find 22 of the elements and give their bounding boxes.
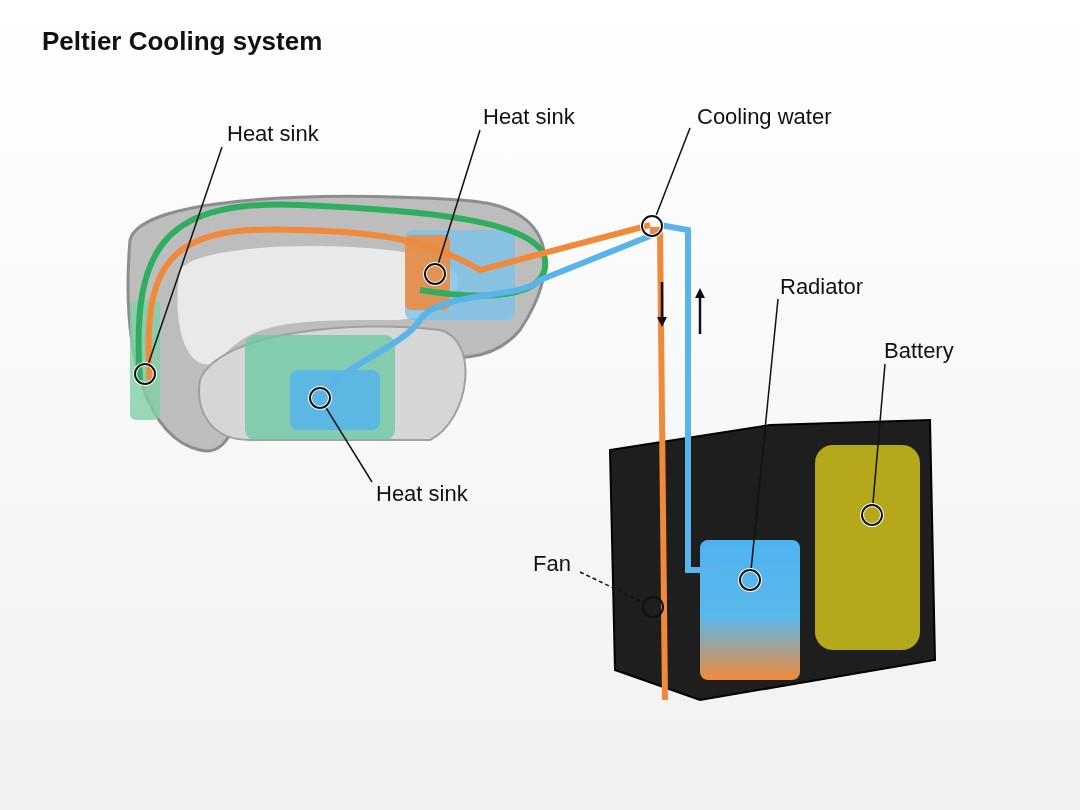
leader-line	[437, 129, 481, 265]
callout-label: Heat sink	[376, 482, 468, 506]
leader-line	[872, 363, 886, 505]
leader-line	[750, 298, 779, 570]
marker-circle	[423, 262, 447, 286]
marker-circle	[738, 568, 762, 592]
leader-line	[147, 146, 223, 365]
callout-label: Cooling water	[697, 105, 832, 129]
leader-line	[325, 406, 373, 483]
marker-circle	[308, 386, 332, 410]
callout-label: Battery	[884, 339, 954, 363]
callout-label: Radiator	[780, 275, 864, 299]
leader-line	[655, 127, 691, 217]
diagram-title: Peltier Cooling system	[42, 26, 323, 57]
marker-circle	[133, 362, 157, 386]
callout-label: Fan	[533, 552, 571, 576]
leader-line	[579, 571, 644, 603]
callout-label: Heat sink	[483, 105, 575, 129]
marker-circle	[640, 214, 664, 238]
marker-circle	[641, 595, 665, 619]
marker-circle	[860, 503, 884, 527]
callout-label: Heat sink	[227, 122, 319, 146]
